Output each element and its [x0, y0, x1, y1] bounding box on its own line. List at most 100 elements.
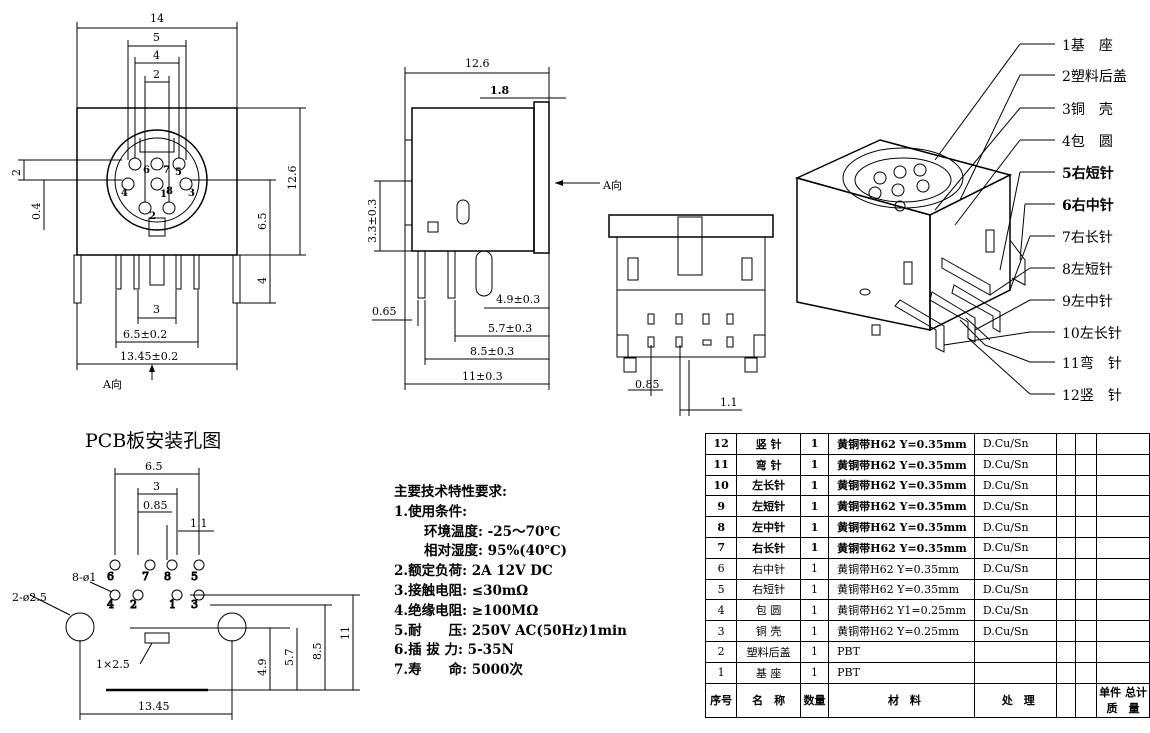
bom-cell: 8 — [704, 516, 738, 538]
bom-cell: D.Cu/Sn — [973, 578, 1057, 601]
spec-line: 环境温度: -25～70℃ — [424, 523, 561, 540]
pcb-title: PCB板安装孔图 — [85, 430, 222, 452]
bom-cell: D.Cu/Sn — [973, 516, 1057, 538]
pcb-hole-3 — [193, 589, 205, 601]
bom-cell: 右长针 — [736, 536, 801, 559]
pcb-hole-label-6: 6 — [107, 570, 114, 583]
pcb-hole-label-5: 5 — [191, 570, 198, 583]
front-arrow-label: A向 — [102, 377, 122, 391]
bom-cell: 黄铜带H62 Y=0.25mm — [828, 620, 975, 642]
bom-cell: 7 — [704, 536, 738, 559]
bom-cell: D.Cu/Sn — [973, 620, 1057, 642]
svg-text:3: 3 — [188, 188, 195, 199]
bom-cell: 左长针 — [736, 474, 801, 497]
bom-cell: 弯 针 — [736, 453, 801, 476]
bom-header-material: 材 料 — [828, 682, 975, 718]
bom-cell: 基 座 — [736, 661, 801, 684]
bom-header-unit: 单件 — [1099, 686, 1122, 700]
iso-label-12: 12竖 针 — [1062, 388, 1122, 404]
bom-cell: 黄铜带H62 Y=0.35mm — [828, 433, 975, 455]
bom-cell: 4 — [704, 599, 738, 622]
bom-cell: 10 — [704, 474, 738, 497]
dim-3: 3 — [153, 303, 160, 316]
pcb-hole-label-4: 4 — [107, 598, 114, 611]
bom-cell: 1 — [799, 495, 830, 518]
bom-cell: 黄铜带H62 Y=0.35mm — [828, 578, 975, 601]
dim-2: 2 — [153, 68, 160, 81]
bom-cell — [973, 640, 1057, 663]
side-arrow-label: A向 — [602, 178, 622, 192]
bom-cell: D.Cu/Sn — [973, 599, 1057, 622]
pcb-dim-holes8: 8-ø1 — [72, 571, 96, 584]
bom-header-mass: 单件 总计 质 量 — [1096, 682, 1150, 718]
callout-leaders — [934, 43, 1055, 395]
bom-cell: 黄铜带H62 Y=0.35mm — [828, 557, 975, 580]
pcb-dim-holes2: 2-ø2.5 — [12, 591, 47, 604]
bom-cell: 2 — [704, 640, 738, 663]
bom-cell: 11 — [704, 453, 738, 476]
spec-line: 4.绝缘电阻: ≥100MΩ — [394, 602, 539, 619]
pcb-dim-5p7: 5.7 — [283, 649, 296, 667]
bom-cell — [973, 661, 1057, 684]
side-dim-4p9: 4.9±0.3 — [496, 293, 540, 306]
bom-header-name: 名 称 — [736, 682, 801, 718]
side-dim-1p8: 1.8 — [490, 84, 509, 97]
dim-4: 4 — [153, 49, 160, 62]
spec-line: 1.使用条件: — [394, 503, 468, 520]
side-dim-0p65: 0.65 — [372, 305, 397, 318]
bom-cell: 右短针 — [736, 578, 801, 601]
bom-cell: 1 — [799, 474, 830, 497]
iso-label-1: 1基 座 — [1062, 37, 1113, 54]
bom-cell: D.Cu/Sn — [973, 474, 1057, 497]
dim-4-v: 4 — [256, 277, 269, 284]
bom-header-process: 处 理 — [973, 682, 1057, 718]
svg-text:6: 6 — [143, 165, 150, 176]
pcb-dim-4p9: 4.9 — [256, 659, 269, 677]
dim-12p6: 12.6 — [286, 166, 299, 191]
bom-cell: 9 — [704, 495, 738, 518]
svg-text:1: 1 — [160, 189, 167, 200]
pcb-hole-5 — [193, 559, 205, 571]
bom-cell: 1 — [799, 578, 830, 601]
iso-view — [794, 43, 1055, 395]
bom-cell: 1 — [799, 599, 830, 622]
spec-line: 2.额定负荷: 2A 12V DC — [394, 563, 553, 580]
bom-cell: D.Cu/Sn — [973, 495, 1057, 518]
bom-cell: D.Cu/Sn — [973, 453, 1057, 476]
side-dim-5p7: 5.7±0.3 — [488, 322, 532, 335]
rear-dim-0p85: 0.85 — [635, 378, 660, 391]
iso-label-9: 9左中针 — [1062, 294, 1113, 310]
bom-header-row: 序号 名 称 数量 材 料 处 理 单件 总计 质 量 — [704, 682, 1150, 718]
pcb-dim-13p45: 13.45 — [138, 700, 170, 713]
pcb-dim-1p1: 1.1 — [190, 517, 208, 530]
bom-cell: 铜 壳 — [736, 620, 801, 642]
bom-header-mass-label: 质 量 — [1106, 702, 1140, 716]
iso-label-10: 10左长针 — [1062, 326, 1122, 342]
pcb-hole-6 — [109, 559, 121, 571]
spec-line: 3.接触电阻: ≤30mΩ — [394, 582, 529, 599]
iso-label-6: 6右中针 — [1062, 197, 1114, 214]
svg-text:4: 4 — [121, 188, 128, 199]
spec-line: 7.寿 命: 5000次 — [394, 662, 523, 679]
pcb-layout — [29, 468, 360, 720]
side-view — [372, 67, 600, 390]
dim-2-v: 2 — [10, 169, 23, 176]
pcb-dim-slot: 1×2.5 — [96, 658, 130, 671]
pcb-dim-3: 3 — [153, 480, 160, 493]
pcb-hole-7 — [144, 559, 156, 571]
bom-cell: 1 — [799, 453, 830, 476]
rear-view — [608, 214, 774, 416]
